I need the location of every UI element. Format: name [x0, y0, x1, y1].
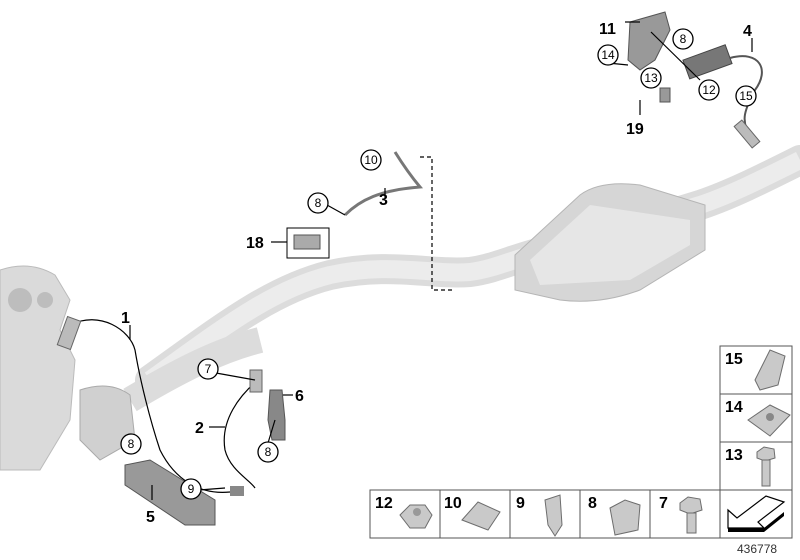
clip-icon: [609, 499, 641, 536]
callout-1: 1: [121, 310, 130, 327]
svg-text:15: 15: [739, 89, 753, 103]
callout-11: 11: [599, 21, 616, 38]
parts-cell-arrow: [719, 489, 793, 539]
leader-lines: [129, 21, 753, 500]
bolt-icon: [756, 446, 776, 462]
parts-cell-7: 7: [649, 489, 721, 539]
svg-text:12: 12: [702, 83, 716, 97]
bracket-6: [267, 389, 286, 441]
svg-text:13: 13: [644, 71, 658, 85]
callout-2: 2: [195, 420, 204, 437]
svg-text:9: 9: [188, 482, 195, 496]
cable-3: [343, 151, 455, 291]
parts-cell-9: 9: [509, 489, 581, 539]
callout-4: 4: [743, 23, 752, 40]
svg-text:8: 8: [588, 495, 597, 512]
cable-clip-icon: [461, 501, 501, 531]
svg-text:8: 8: [315, 196, 322, 210]
parts-cell-8: 8: [579, 489, 651, 539]
parts-cell-14: 14: [719, 393, 793, 443]
circled-callout-8: 8: [672, 28, 694, 50]
spring-clip-icon: [754, 349, 786, 391]
svg-text:10: 10: [364, 153, 378, 167]
circled-callout-14: 14: [597, 44, 619, 66]
svg-text:12: 12: [375, 495, 393, 512]
parts-cell-15: 15: [719, 345, 793, 395]
callout-19: 19: [626, 121, 644, 138]
bolt-icon: [679, 496, 703, 515]
circled-callout-12: 12: [698, 79, 720, 101]
exhaust-manifold: [0, 265, 136, 471]
svg-text:15: 15: [725, 351, 743, 368]
catalog-number: 436778: [737, 542, 777, 556]
parts-cell-10: 10: [439, 489, 511, 539]
callout-3: 3: [379, 192, 388, 209]
svg-text:9: 9: [516, 495, 525, 512]
svg-text:14: 14: [725, 399, 743, 416]
bracket-5: [124, 459, 216, 526]
circled-callout-15: 15: [735, 85, 757, 107]
parts-cell-13: 13: [719, 441, 793, 491]
svg-text:14: 14: [601, 48, 615, 62]
hex-nut-icon: [399, 504, 433, 529]
circled-callout-7: 7: [197, 358, 219, 380]
circled-callout-8: 8: [307, 192, 329, 214]
svg-text:7: 7: [659, 495, 668, 512]
callout-18: 18: [246, 235, 264, 252]
svg-text:10: 10: [444, 495, 462, 512]
oxygen-sensor-2: [223, 369, 263, 496]
bracket-11-assembly: [627, 11, 763, 149]
circled-callout-8: 8: [120, 433, 142, 455]
svg-text:7: 7: [205, 362, 212, 376]
callout-5: 5: [146, 509, 155, 526]
svg-text:8: 8: [680, 32, 687, 46]
exhaust-pipe: [123, 145, 800, 412]
svg-text:8: 8: [265, 445, 272, 459]
parts-cell-12: 12: [369, 489, 441, 539]
circled-callout-13: 13: [640, 67, 662, 89]
callout-6: 6: [295, 388, 304, 405]
svg-text:8: 8: [128, 437, 135, 451]
circled-callout-10: 10: [360, 149, 382, 171]
circled-callout-8: 8: [257, 441, 279, 463]
clip-18-box: [286, 227, 330, 259]
svg-text:13: 13: [725, 447, 743, 464]
catalytic-converter: [514, 183, 706, 302]
circled-callout-9: 9: [180, 478, 202, 500]
clip-icon: [544, 494, 563, 537]
